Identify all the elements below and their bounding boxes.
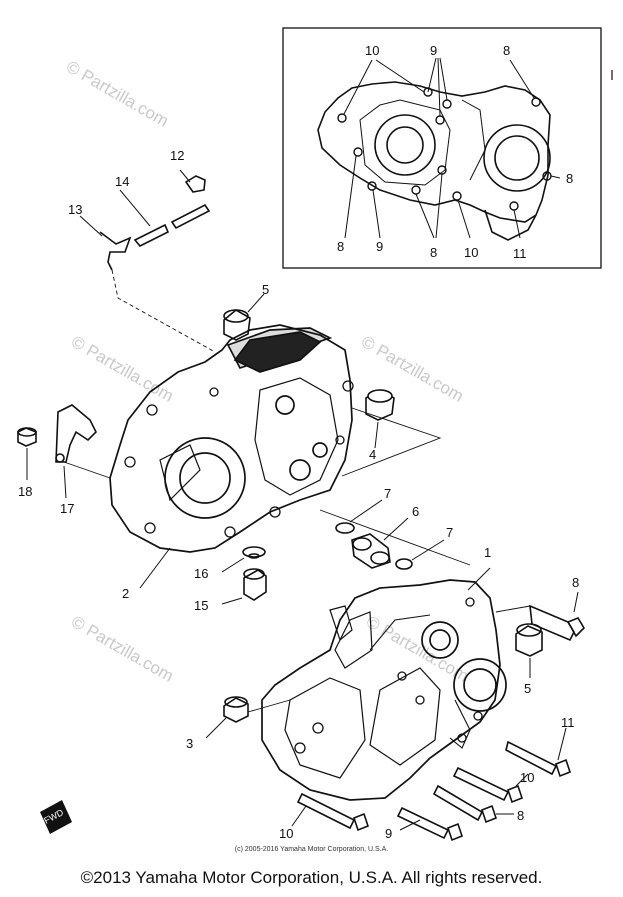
- dowel-pin-right: [341, 389, 442, 477]
- callout-label: 7: [446, 525, 453, 540]
- drain-plug-parts: [139, 546, 267, 605]
- callout-label: 13: [68, 202, 82, 217]
- callout-label: 10: [279, 826, 293, 841]
- oil-seal-parts: [319, 499, 471, 570]
- callout-label: 4: [369, 447, 376, 462]
- watermark: © Partzilla.com: [63, 57, 172, 131]
- callout-label: 11: [561, 715, 575, 730]
- callout-label: 16: [194, 566, 208, 581]
- callout-label: 2: [122, 586, 129, 601]
- callout-label: 7: [384, 486, 391, 501]
- callout-label: 8: [503, 43, 510, 58]
- callout-label: 12: [170, 148, 184, 163]
- callout-label: 3: [186, 736, 193, 751]
- left-crankcase: [109, 324, 354, 553]
- callout-label: 18: [18, 484, 32, 499]
- right-crankcase: [261, 567, 507, 801]
- callout-label: 8: [566, 171, 573, 186]
- fwd-arrow: FWD: [40, 800, 72, 834]
- footer-copyright: ©2013 Yamaha Motor Corporation, U.S.A. A…: [80, 868, 543, 887]
- callout-label: 6: [412, 504, 419, 519]
- callout-label: 8: [430, 245, 437, 260]
- callout-label: 8: [517, 808, 524, 823]
- watermark: © Partzilla.com: [68, 612, 177, 686]
- callout-label: 10: [520, 770, 534, 785]
- callout-label: 15: [194, 598, 208, 613]
- right-fasteners: [291, 591, 586, 842]
- main-callouts: 12 14 13 5 4 18 17 7 6 7 16 15 2 1 8 5 3…: [18, 148, 579, 841]
- callout-label: 11: [513, 246, 527, 261]
- callout-label: 17: [60, 501, 74, 516]
- watermark: © Partzilla.com: [68, 332, 177, 406]
- breather-guide-parts: [17, 404, 111, 499]
- callout-label: 1: [484, 545, 491, 560]
- callout-label: 10: [464, 245, 478, 260]
- inner-copyright: (c) 2005-2016 Yamaha Motor Corporation, …: [234, 846, 389, 853]
- callout-label: 5: [524, 681, 531, 696]
- inset-callouts: 10 9 8 8 8 9 8 10 11: [337, 43, 573, 261]
- callout-label: 9: [376, 239, 383, 254]
- callout-label: 8: [572, 575, 579, 590]
- callout-label: 14: [115, 174, 129, 189]
- oil-hose-parts: [79, 169, 216, 353]
- callout-label: 9: [430, 43, 437, 58]
- callout-label: 8: [337, 239, 344, 254]
- inset-detail: [282, 27, 602, 269]
- callout-label: 10: [365, 43, 379, 58]
- dowel-pin-top: [223, 293, 265, 341]
- callout-label: 9: [385, 826, 392, 841]
- callout-label: 5: [262, 282, 269, 297]
- dowel-pin-left: [205, 696, 291, 739]
